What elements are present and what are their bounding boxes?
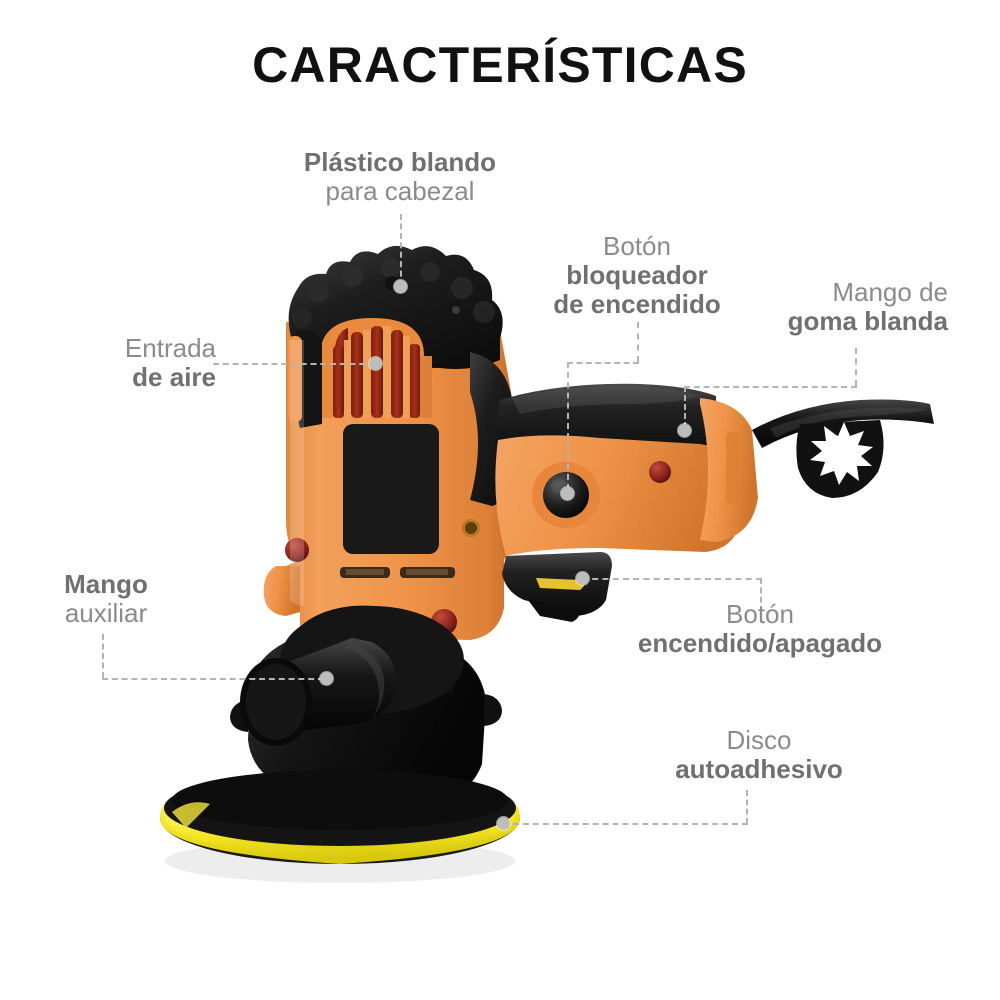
callout-line: Mango: [64, 569, 148, 599]
housing-tab-right: [484, 694, 502, 726]
body-lower-vents: [340, 567, 455, 578]
page-title: CARACTERÍSTICAS: [252, 37, 748, 93]
connector-bloqueador-seg1: [637, 322, 639, 362]
callout-disco-autoadhesivo: Disco autoadhesivo: [628, 725, 890, 785]
callout-mango-goma-blanda: Mango de goma blanda: [706, 277, 948, 337]
connector-bloqueador-seg3: [567, 362, 569, 490]
housing-tab-left: [230, 700, 248, 732]
connector-goma-seg1: [855, 348, 857, 386]
callout-boton-encendido-apagado: Botón encendido/apagado: [600, 599, 920, 659]
motor-body: [276, 322, 516, 640]
sanding-disc: [160, 770, 520, 864]
connector-bloqueador-seg2: [567, 362, 639, 364]
callout-line: encendido/apagado: [637, 628, 883, 659]
callout-line: Botón: [603, 231, 671, 261]
callout-line: Mango de: [832, 277, 948, 307]
dot-plastico-blando: [394, 280, 407, 293]
callout-line: Entrada: [124, 333, 216, 363]
body-screw-left: [285, 538, 309, 562]
gear-housing: [248, 632, 486, 806]
connector-disco-seg2: [746, 790, 748, 824]
body-screw-bottom: [431, 609, 457, 635]
dust-port-tube: [240, 638, 397, 746]
callout-line: Disco: [726, 725, 792, 755]
callout-line: Plástico blando: [303, 147, 497, 177]
body-left-flange: [263, 566, 300, 616]
callout-line: para cabezal: [325, 176, 475, 207]
handle-screw: [649, 461, 671, 483]
callout-line: autoadhesivo: [675, 754, 843, 785]
connector-encendido-seg2: [760, 578, 762, 612]
connector-auxiliar-seg1: [102, 634, 104, 678]
body-label-panel: [343, 424, 439, 554]
callout-line: goma blanda: [787, 306, 948, 337]
power-trigger: [502, 552, 612, 616]
callout-entrada-de-aire: Entrada de aire: [20, 333, 216, 393]
power-cable: [752, 399, 934, 448]
body-screw-mid: [462, 519, 480, 537]
callout-boton-bloqueador: Botón bloqueador de encendido: [507, 231, 767, 320]
connector-auxiliar-seg2: [102, 678, 324, 680]
dot-entrada-aire: [369, 357, 382, 370]
head-soft-plastic-cap: [288, 245, 503, 369]
callout-mango-auxiliar: Mango auxiliar: [18, 569, 194, 629]
handle-orange-shell: [495, 435, 740, 556]
callout-line: de encendido: [553, 289, 721, 320]
connector-goma-seg2: [684, 386, 857, 388]
callout-line: Botón: [726, 599, 794, 629]
callout-plastico-blando: Plástico blando para cabezal: [250, 147, 550, 207]
callout-line: de aire: [132, 362, 216, 393]
cable-strain-relief-star: [796, 420, 884, 498]
connector-goma-seg3: [684, 386, 686, 428]
dot-encendido: [576, 572, 589, 585]
head-cap-shoulder: [470, 352, 516, 506]
gear-housing-dome: [283, 605, 456, 694]
dot-bloqueador: [561, 487, 574, 500]
dot-goma: [678, 424, 691, 437]
dot-disco: [497, 817, 510, 830]
connector-encendido-seg1: [582, 578, 762, 580]
connector-plastico-blando: [400, 214, 402, 286]
callout-line: auxiliar: [64, 598, 148, 629]
connector-disco-seg1: [503, 823, 748, 825]
callout-line: bloqueador: [566, 260, 708, 291]
handle-end-cap: [700, 398, 758, 542]
dot-auxiliar: [320, 672, 333, 685]
connector-entrada-aire: [213, 363, 375, 365]
head-left-black-wedge: [293, 330, 322, 428]
